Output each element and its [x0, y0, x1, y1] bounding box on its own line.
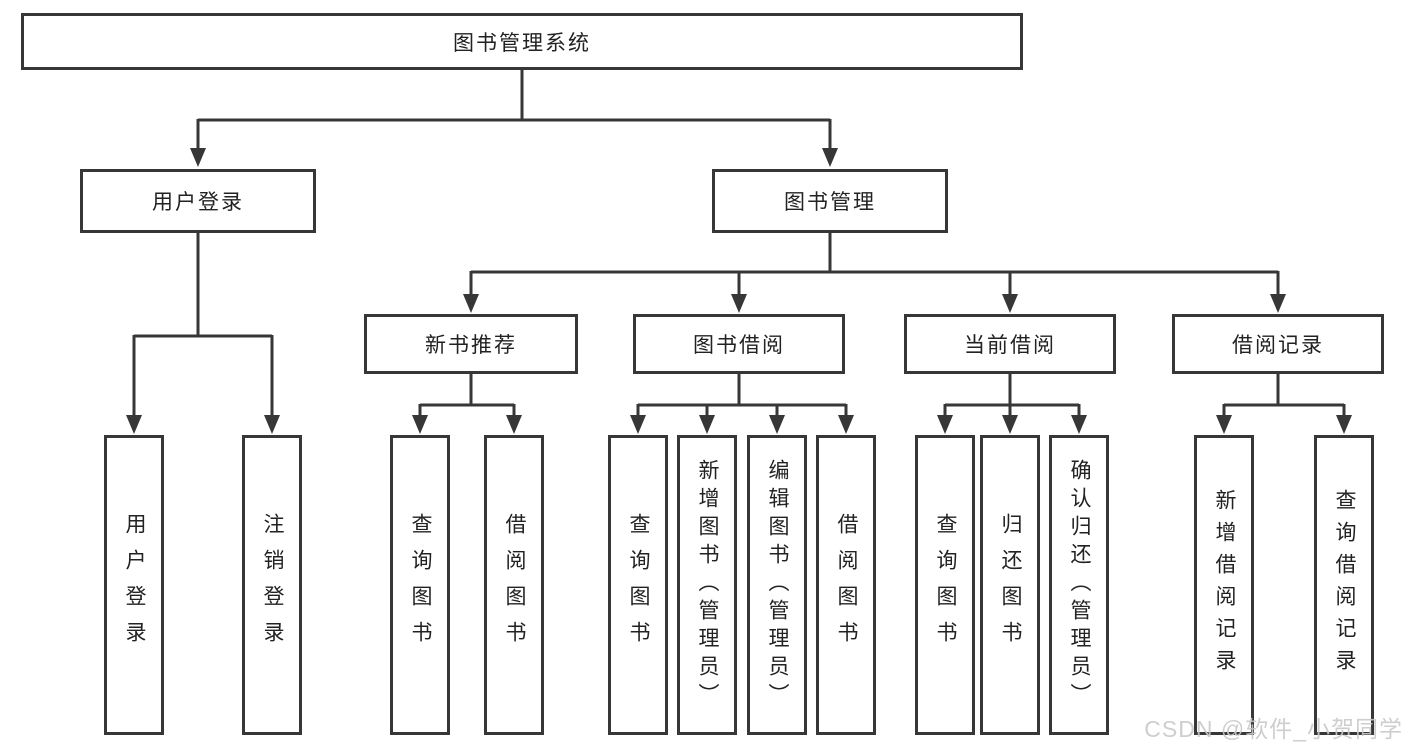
node-new-book-recommendation: 新书推荐 — [364, 314, 578, 374]
leaf-query-borrow-record: 查询借阅记录 — [1314, 435, 1374, 735]
node-label: 新增借阅记录 — [1213, 489, 1236, 681]
leaf-user-login: 用户登录 — [104, 435, 164, 735]
node-borrowing-records: 借阅记录 — [1172, 314, 1384, 374]
leaf-borrow-books: 借阅图书 — [816, 435, 876, 735]
arrowheads — [126, 148, 1352, 434]
node-current-borrowing: 当前借阅 — [904, 314, 1116, 374]
node-label: 编辑图书（管理员） — [766, 459, 789, 711]
node-library-management-system: 图书管理系统 — [21, 13, 1023, 70]
node-label: 查询借阅记录 — [1333, 489, 1356, 681]
node-user-login: 用户登录 — [80, 169, 316, 233]
leaf-query-books-borrow: 查询图书 — [608, 435, 668, 735]
node-label: 查询图书 — [409, 513, 432, 657]
leaf-query-books-recommend: 查询图书 — [390, 435, 450, 735]
leaf-query-books-current: 查询图书 — [915, 435, 975, 735]
node-label: 图书管理 — [784, 191, 876, 214]
node-label: 借阅记录 — [1232, 334, 1324, 357]
node-label: 新书推荐 — [425, 334, 517, 357]
node-label: 用户登录 — [152, 191, 244, 214]
node-label: 用户登录 — [123, 513, 146, 657]
node-label: 当前借阅 — [964, 334, 1056, 357]
leaf-edit-books-admin: 编辑图书（管理员） — [747, 435, 807, 735]
node-label: 借阅图书 — [835, 513, 858, 657]
leaf-borrow-books-recommend: 借阅图书 — [484, 435, 544, 735]
leaf-logout: 注销登录 — [242, 435, 302, 735]
leaf-return-books: 归还图书 — [980, 435, 1040, 735]
node-book-management: 图书管理 — [712, 169, 948, 233]
node-label: 查询图书 — [934, 513, 957, 657]
node-label: 借阅图书 — [503, 513, 526, 657]
node-label: 查询图书 — [627, 513, 650, 657]
node-label: 归还图书 — [999, 513, 1022, 657]
node-label: 确认归还（管理员） — [1068, 459, 1091, 711]
csdn-watermark: CSDN @软件_小贺同学 — [1144, 716, 1403, 742]
node-label: 图书借阅 — [693, 334, 785, 357]
leaf-add-borrow-record: 新增借阅记录 — [1194, 435, 1254, 735]
node-label: 新增图书（管理员） — [696, 459, 719, 711]
node-label: 图书管理系统 — [453, 31, 591, 55]
leaf-confirm-return-admin: 确认归还（管理员） — [1049, 435, 1109, 735]
node-book-borrowing: 图书借阅 — [633, 314, 845, 374]
leaf-add-books-admin: 新增图书（管理员） — [677, 435, 737, 735]
node-label: 注销登录 — [261, 513, 284, 657]
